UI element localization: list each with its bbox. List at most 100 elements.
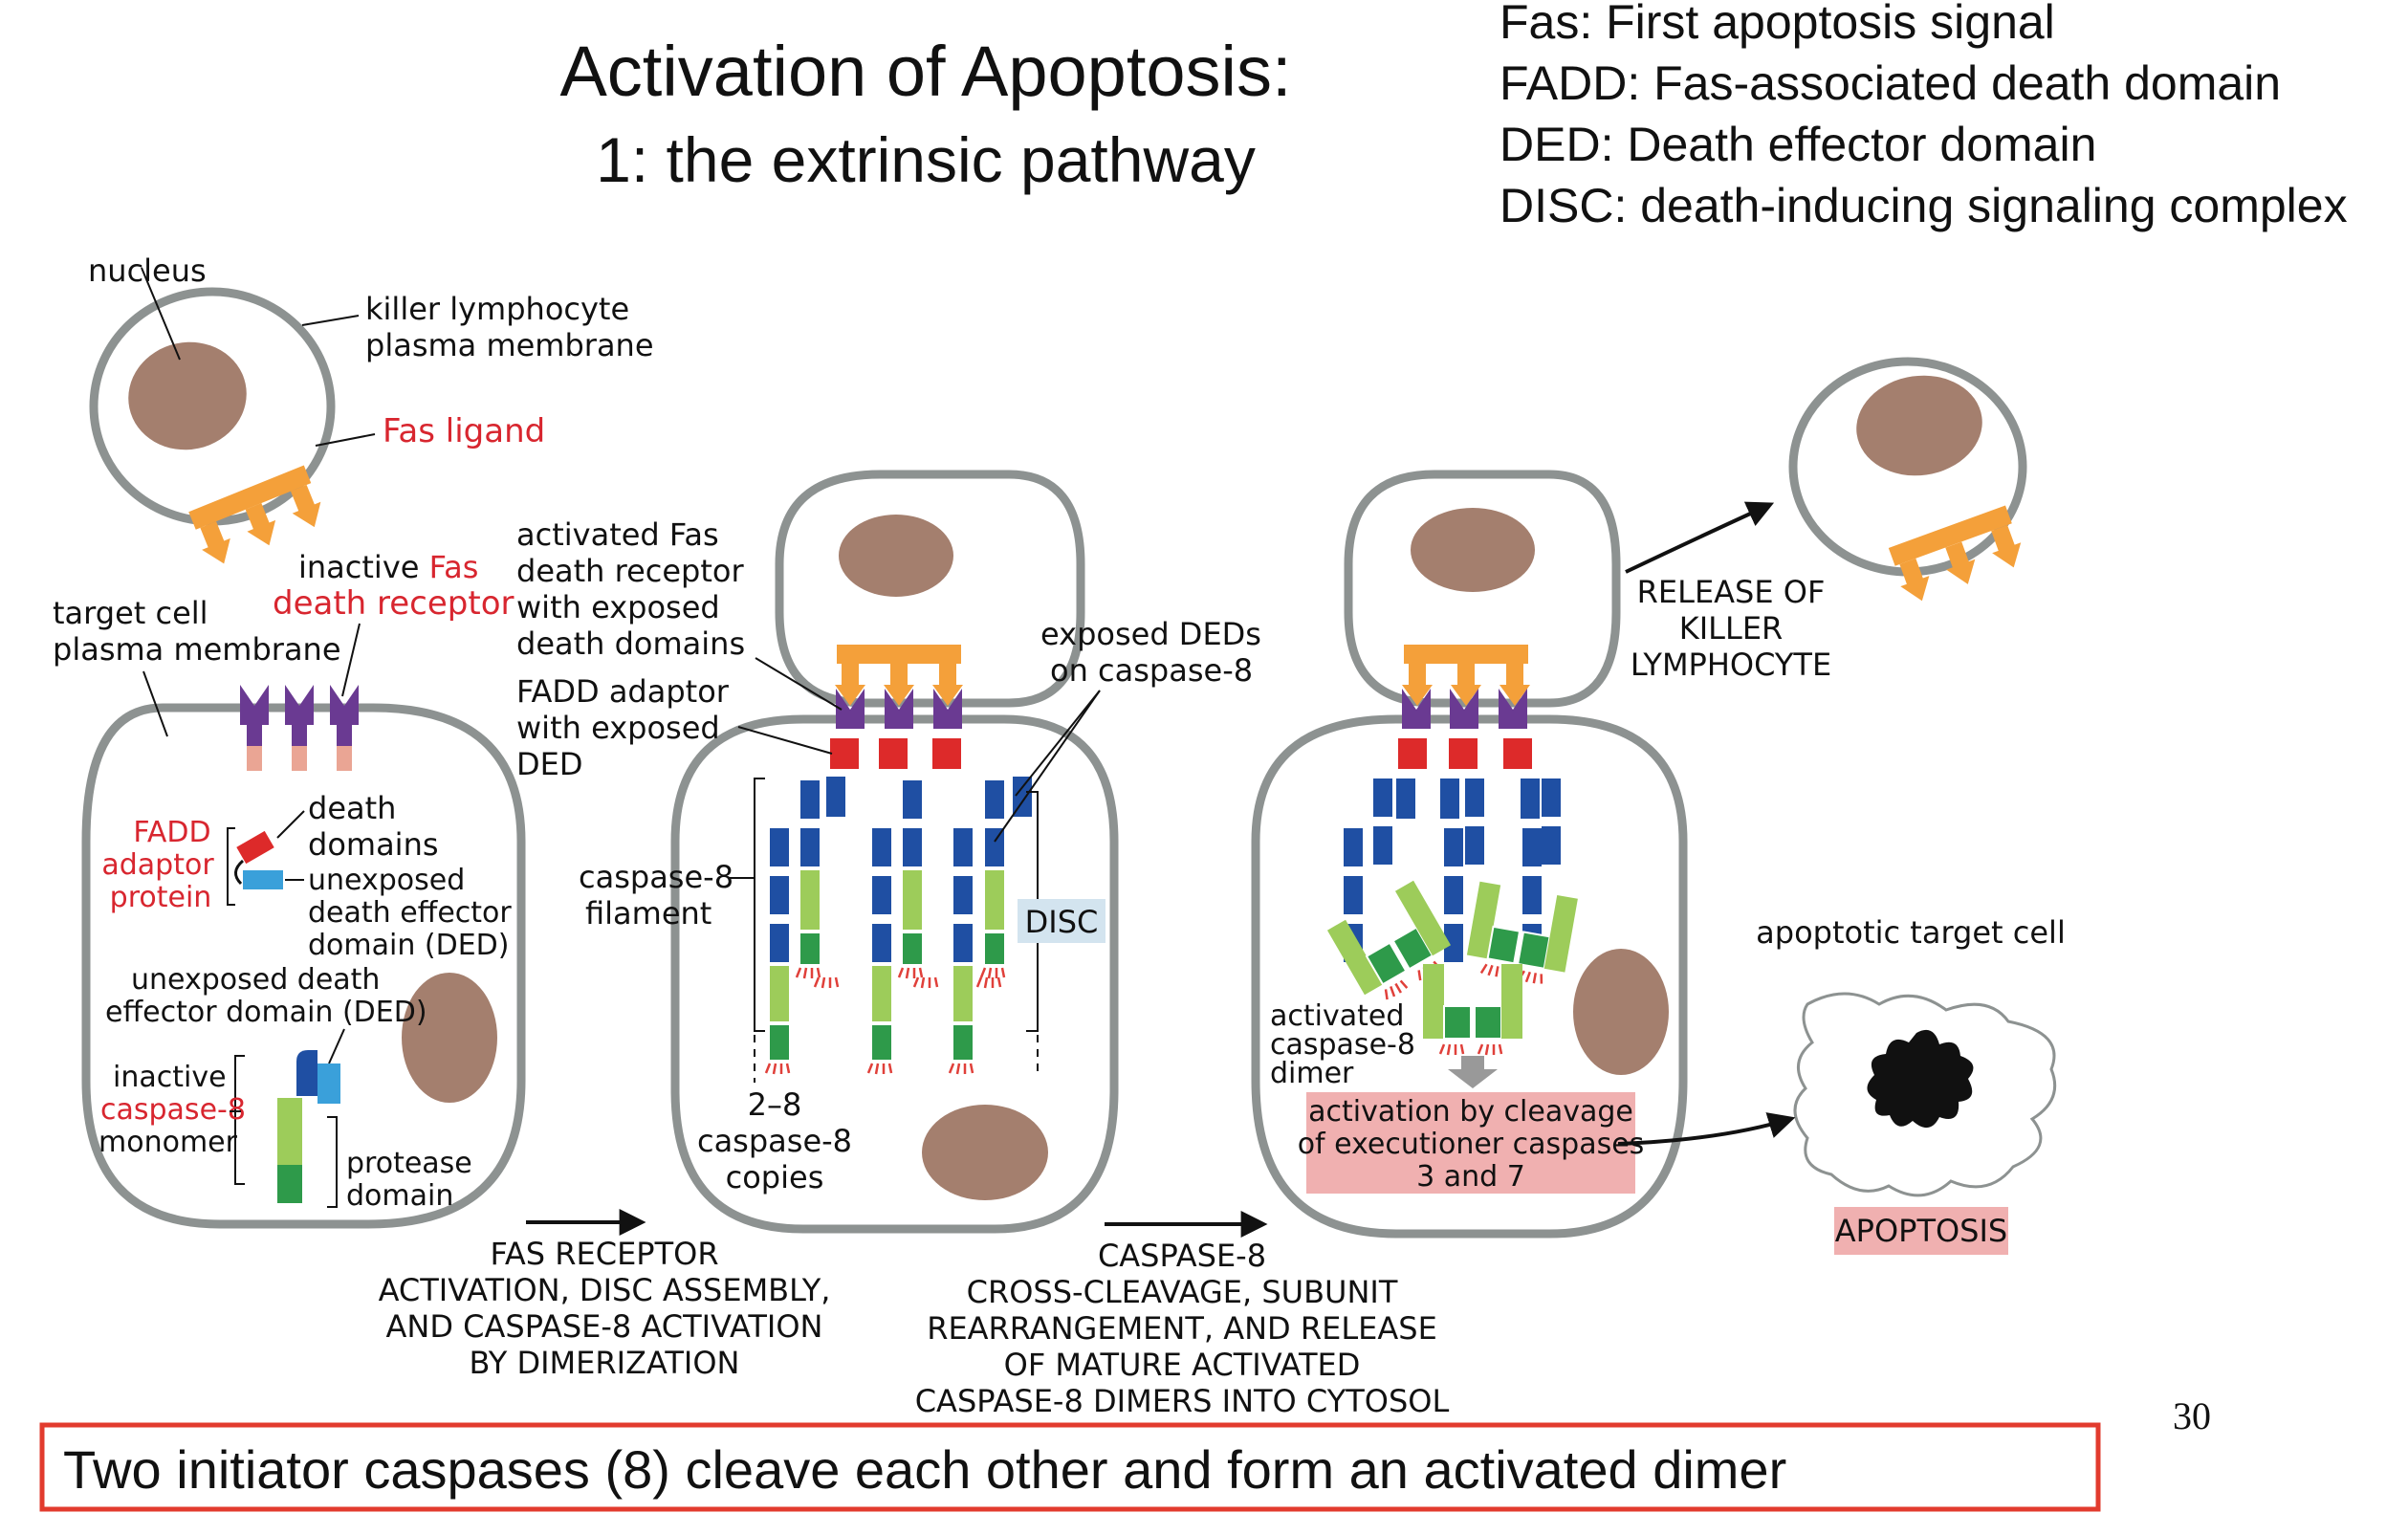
step-2-line: OF MATURE ACTIVATED xyxy=(1004,1347,1361,1383)
label-disc: DISC xyxy=(1025,904,1099,940)
target-nucleus-3 xyxy=(1573,949,1669,1075)
fragmented-nucleus xyxy=(1867,1029,1974,1129)
footer-callout-box xyxy=(39,1422,2101,1512)
glossary-item-disc: DISC: death-inducing signaling complex xyxy=(1500,179,2348,232)
label-unexposed-ded-3: domain (DED) xyxy=(308,929,509,962)
label-killer-membrane-2: plasma membrane xyxy=(365,327,654,363)
label-death-domains-2: domains xyxy=(308,826,439,863)
label-death-receptor: death receptor xyxy=(273,584,514,623)
label-caspase-filament: caspase-8 xyxy=(579,859,733,895)
label-unexposed-ded: unexposed xyxy=(308,864,465,897)
label-nucleus: nucleus xyxy=(88,252,207,289)
step-2-line: CASPASE-8 xyxy=(1098,1238,1266,1274)
footer-callout-text: Two initiator caspases (8) cleave each o… xyxy=(63,1439,1786,1500)
killer-nucleus xyxy=(128,341,247,450)
fadd-death-domain xyxy=(236,830,274,865)
label-activated-fas-2: death receptor xyxy=(516,553,744,589)
label-exposed-deds-2: on caspase-8 xyxy=(1050,652,1253,689)
fas-ligand-icon xyxy=(835,645,963,706)
label-exposed-deds: exposed DEDs xyxy=(1040,616,1261,652)
killer-nucleus-3 xyxy=(1411,508,1535,592)
step-1-line: AND CASPASE-8 ACTIVATION xyxy=(386,1308,823,1345)
step-2-caption: CASPASE-8 CROSS-CLEAVAGE, SUBUNIT REARRA… xyxy=(915,1211,1450,1419)
step-2-line: CROSS-CLEAVAGE, SUBUNIT xyxy=(967,1274,1398,1310)
label-copies-2: caspase-8 xyxy=(697,1123,852,1159)
step-1-line: FAS RECEPTOR xyxy=(490,1236,718,1272)
caspase-8-ded-dark xyxy=(296,1050,317,1096)
page-subtitle: 1: the extrinsic pathway xyxy=(596,124,1256,195)
caspase-8-protease-dark xyxy=(277,1165,302,1203)
label-fadd: FADD xyxy=(133,816,210,849)
target-nucleus xyxy=(402,973,497,1103)
label-inactive: inactive xyxy=(298,549,429,585)
label-death-domains: death xyxy=(308,790,396,826)
target-nucleus-2 xyxy=(922,1105,1048,1200)
label-target-membrane: target cell xyxy=(53,595,208,631)
label-protease-2: domain xyxy=(346,1179,453,1213)
released-killer-nucleus xyxy=(1856,375,1982,476)
glossary-item-fas: Fas: First apoptosis signal xyxy=(1500,0,2055,49)
step-2-line: CASPASE-8 DIMERS INTO CYTOSOL xyxy=(915,1383,1450,1419)
label-dimer: activated xyxy=(1270,999,1404,1033)
step-1-caption: FAS RECEPTOR ACTIVATION, DISC ASSEMBLY, … xyxy=(379,1209,831,1381)
label-apoptotic-cell: apoptotic target cell xyxy=(1756,914,2066,951)
label-activated-fas-4: death domains xyxy=(516,625,745,662)
label-copies: 2–8 xyxy=(748,1086,802,1123)
label-killer-membrane: killer lymphocyte xyxy=(365,291,629,327)
label-fas-ligand: Fas ligand xyxy=(383,412,545,450)
label-inactive-caspase-3: monomer xyxy=(99,1126,238,1159)
label-activated-fas: activated Fas xyxy=(516,516,719,553)
label-fadd-adaptor-2: with exposed xyxy=(516,710,720,746)
fas-ligand-icon xyxy=(1402,645,1530,706)
label-dimer-2: caspase-8 xyxy=(1270,1028,1415,1062)
label-unexposed-ded-b2: effector domain (DED) xyxy=(105,996,427,1029)
cleavage-highlight-box xyxy=(1306,1092,1635,1194)
label-inactive-caspase: inactive xyxy=(113,1061,227,1094)
label-protease: protease xyxy=(346,1147,472,1180)
page-title: Activation of Apoptosis: xyxy=(559,32,1291,111)
label-inactive-caspase-2: caspase-8 xyxy=(100,1093,246,1127)
label-release-3: LYMPHOCYTE xyxy=(1631,647,1831,683)
label-caspase-filament-2: filament xyxy=(585,895,711,932)
label-release: RELEASE OF xyxy=(1637,574,1826,610)
label-unexposed-ded-b: unexposed death xyxy=(131,963,380,997)
glossary-item-ded: DED: Death effector domain xyxy=(1500,118,2096,171)
label-cleavage-3: 3 and 7 xyxy=(1416,1160,1525,1194)
label-release-2: KILLER xyxy=(1679,610,1784,647)
release-arrow xyxy=(1625,501,1775,574)
label-inactive-fas: Fas xyxy=(429,549,479,585)
step-1-line: BY DIMERIZATION xyxy=(470,1345,740,1381)
down-arrow-icon xyxy=(1448,1056,1498,1088)
label-unexposed-ded-2: death effector xyxy=(308,896,512,930)
label-cleavage-2: of executioner caspases xyxy=(1298,1128,1645,1161)
step-1-line: ACTIVATION, DISC ASSEMBLY, xyxy=(379,1272,831,1308)
disc-label-box xyxy=(1018,899,1105,943)
panel-3: activation by cleavage of executioner ca… xyxy=(1251,357,2066,1255)
label-activated-fas-3: with exposed xyxy=(516,589,720,625)
apoptosis-highlight-box xyxy=(1834,1207,2008,1255)
step-2-line: REARRANGEMENT, AND RELEASE xyxy=(927,1310,1437,1347)
label-dimer-3: dimer xyxy=(1270,1057,1354,1090)
label-apoptosis: APOPTOSIS xyxy=(1835,1213,2007,1249)
label-copies-3: copies xyxy=(726,1159,824,1195)
label-fadd-adaptor-3: DED xyxy=(516,746,583,782)
glossary-item-fadd: FADD: Fas-associated death domain xyxy=(1500,56,2281,110)
fadd-red xyxy=(830,738,859,769)
caspase-8-ded-light xyxy=(317,1063,340,1104)
label-fadd-3: protein xyxy=(110,881,212,914)
panel-2: DISC activated Fas death receptor with e… xyxy=(516,470,1261,1234)
label-fadd-adaptor: FADD adaptor xyxy=(516,673,730,710)
fadd-red xyxy=(879,738,908,769)
page-number: 30 xyxy=(2173,1394,2211,1437)
label-fadd-2: adaptor xyxy=(101,848,214,882)
killer-nucleus-2 xyxy=(839,515,953,597)
target-cell-membrane xyxy=(81,703,526,1229)
apoptosis-arrow xyxy=(1617,1112,1796,1146)
label-target-membrane-2: plasma membrane xyxy=(53,631,341,668)
label-cleavage: activation by cleavage xyxy=(1308,1095,1633,1129)
fadd-ded xyxy=(243,870,283,889)
svg-text:inactive Fas: inactive Fas xyxy=(298,549,478,585)
fadd-red xyxy=(932,738,961,769)
